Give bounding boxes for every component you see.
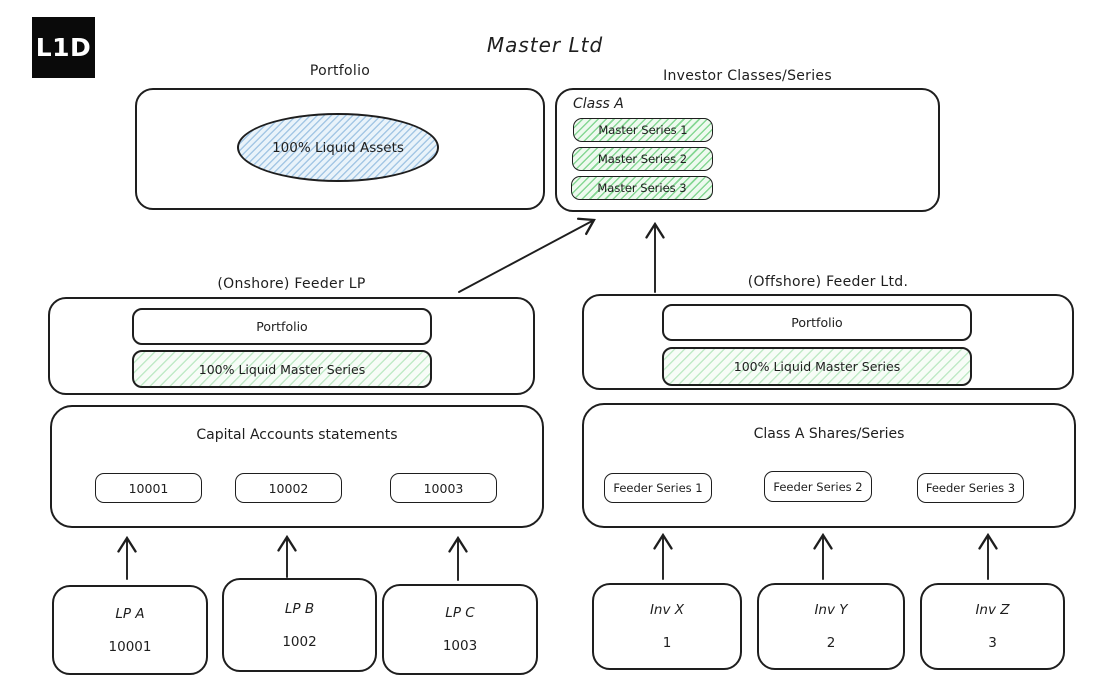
class-a-shares-title: Class A Shares/Series <box>753 426 905 442</box>
offshore-feeder-label: (Offshore) Feeder Ltd. <box>747 274 909 290</box>
class-a-shares-box: Class A Shares/Series Feeder Series 1 Fe… <box>582 403 1076 528</box>
lp-c-box: LP C 1003 <box>382 584 538 675</box>
inv-x-box: Inv X 1 <box>592 583 742 670</box>
capital-accounts-title: Capital Accounts statements <box>196 427 398 443</box>
diagram-title: Master Ltd <box>486 33 604 57</box>
onshore-feeder-box: Portfolio 100% Liquid Master Series <box>48 297 535 395</box>
lp-b-box: LP B 1002 <box>222 578 377 672</box>
lp-a-value: 10001 <box>108 638 152 655</box>
feeder-series-2-pill: Feeder Series 2 <box>764 471 872 502</box>
inv-y-name: Inv Y <box>814 602 848 618</box>
onshore-portfolio-rect: Portfolio <box>132 308 432 345</box>
account-10003-pill: 10003 <box>390 473 497 503</box>
lp-c-name: LP C <box>445 605 475 621</box>
master-portfolio-label: Portfolio <box>309 63 371 79</box>
onshore-holding-rect: 100% Liquid Master Series <box>132 350 432 388</box>
lp-a-box: LP A 10001 <box>52 585 208 675</box>
master-series-3-pill: Master Series 3 <box>571 176 713 200</box>
lp-b-name: LP B <box>284 600 315 617</box>
feeder-series-3-pill: Feeder Series 3 <box>917 473 1024 503</box>
account-10002-pill: 10002 <box>235 473 342 503</box>
class-a-label: Class A <box>573 96 624 112</box>
investor-classes-box: Class A Master Series 1 Master Series 2 … <box>555 88 940 212</box>
feeder-series-1-pill: Feeder Series 1 <box>604 473 712 503</box>
l1d-logo: L1D <box>32 17 95 78</box>
master-portfolio-box: 100% Liquid Assets <box>135 88 545 210</box>
inv-z-name: Inv Z <box>975 602 1010 618</box>
lp-c-value: 1003 <box>442 638 478 654</box>
inv-z-value: 3 <box>988 635 997 651</box>
capital-accounts-box: Capital Accounts statements 10001 10002 … <box>50 405 544 528</box>
offshore-holding-rect: 100% Liquid Master Series <box>662 347 972 386</box>
liquid-assets-ellipse: 100% Liquid Assets <box>237 113 439 182</box>
offshore-feeder-box: Portfolio 100% Liquid Master Series <box>582 294 1074 390</box>
inv-x-name: Inv X <box>649 602 685 618</box>
inv-y-value: 2 <box>826 635 836 651</box>
lp-a-name: LP A <box>115 605 145 622</box>
onshore-feeder-label: (Onshore) Feeder LP <box>217 276 366 292</box>
account-10001-pill: 10001 <box>95 473 202 503</box>
inv-y-box: Inv Y 2 <box>757 583 905 670</box>
master-series-1-pill: Master Series 1 <box>573 118 713 142</box>
lp-b-value: 1002 <box>282 633 317 650</box>
inv-x-value: 1 <box>662 635 672 651</box>
investor-classes-label: Investor Classes/Series <box>663 68 832 84</box>
offshore-portfolio-rect: Portfolio <box>662 304 972 341</box>
inv-z-box: Inv Z 3 <box>920 583 1065 670</box>
master-series-2-pill: Master Series 2 <box>572 147 713 171</box>
